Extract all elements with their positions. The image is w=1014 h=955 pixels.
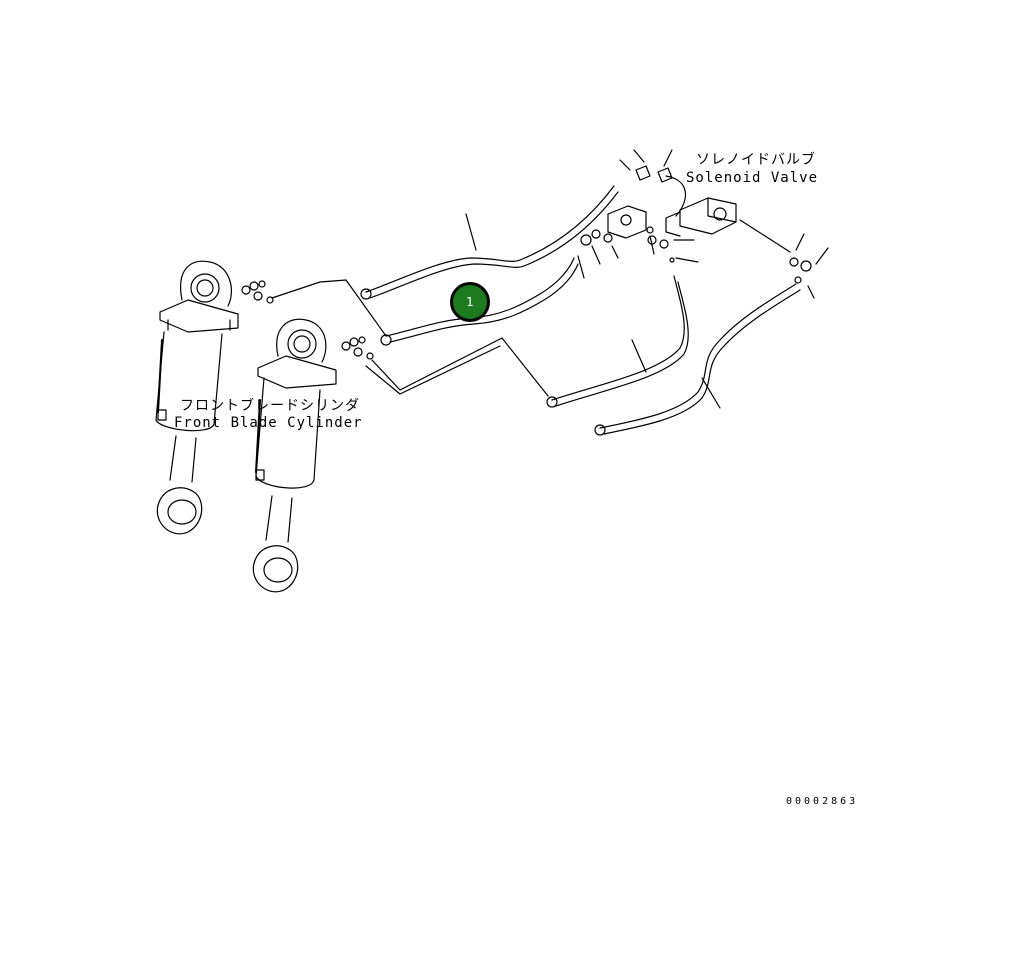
- front-blade-cylinder-right: [252, 318, 337, 593]
- hose-lower-2: [594, 283, 801, 436]
- callout-number: 1: [466, 295, 474, 309]
- front-blade-cylinder-left: [155, 260, 239, 535]
- solenoid-valve-label-en: Solenoid Valve: [686, 170, 819, 186]
- solenoid-valve-label-jp: ソレノイドバルブ: [696, 152, 816, 168]
- front-blade-cylinder-label-en: Front Blade Cylinder: [174, 415, 363, 431]
- part-callout-1[interactable]: 1: [450, 282, 490, 322]
- routing-lines: [271, 279, 549, 397]
- hose-upper: [360, 185, 619, 300]
- cylinder-fittings: [241, 280, 374, 360]
- front-blade-cylinder-label-jp: フロントブレードシリンダ: [180, 398, 360, 414]
- hose-lower-1: [546, 275, 689, 408]
- drawing-code: 00002863: [786, 796, 859, 807]
- solenoid-valve: [577, 149, 829, 299]
